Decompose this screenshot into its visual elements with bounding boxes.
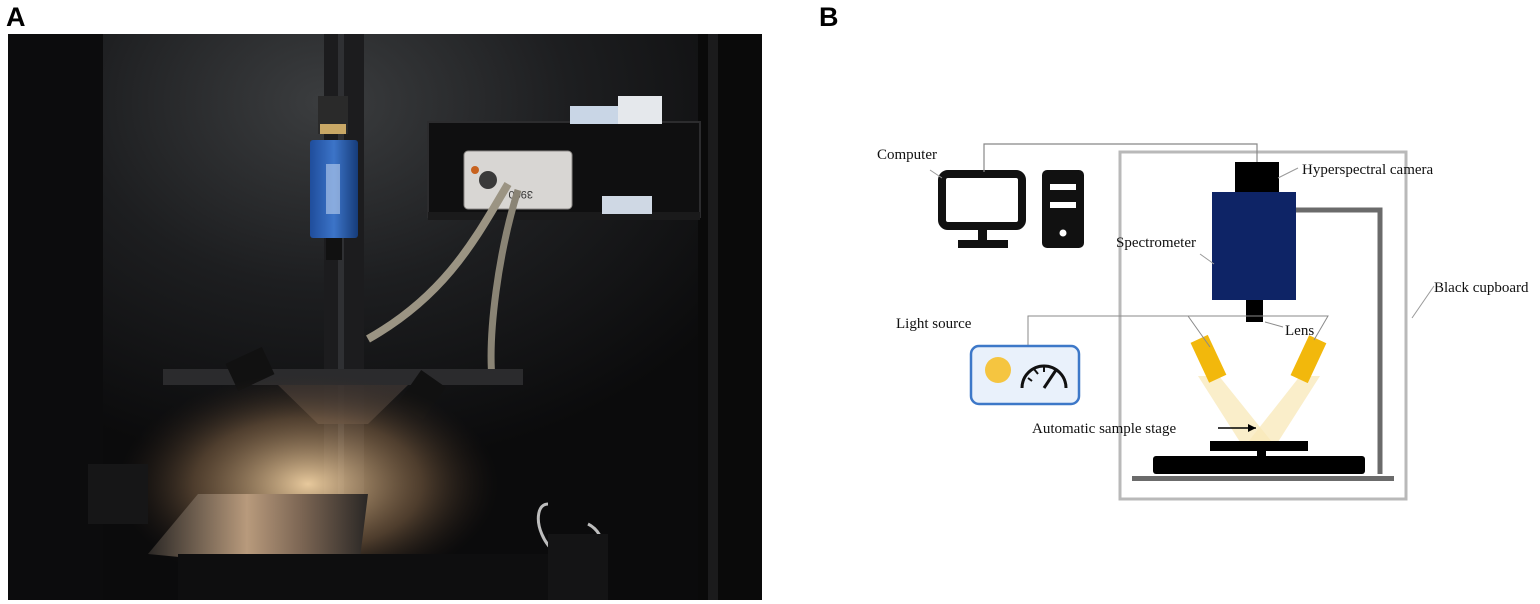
label-computer: Computer — [877, 147, 937, 163]
lamp-unit — [463, 150, 573, 210]
sun-icon — [985, 357, 1011, 383]
lens — [1246, 300, 1263, 322]
fiber-cable-2 — [487, 188, 522, 380]
box-3 — [602, 196, 652, 214]
label-lens: Lens — [1285, 323, 1314, 339]
cabinet-right-door — [698, 34, 762, 600]
box-1 — [570, 106, 620, 124]
cupboard-outline — [1118, 150, 1408, 501]
sample-stage-base — [1153, 456, 1365, 474]
label-hyperspectral-camera: Hyperspectral camera — [1302, 162, 1434, 178]
right-beam — [1248, 376, 1320, 442]
left-lamp — [225, 346, 275, 392]
spectrometer — [1212, 192, 1296, 300]
hyperspectral-camera — [1235, 162, 1279, 194]
system-diagram: Black cupboard Computer Hyperspectral ca… — [877, 143, 1529, 501]
panel-b-label: B — [819, 2, 839, 32]
box-2 — [618, 96, 662, 124]
fiber-cable-1 — [366, 181, 512, 343]
label-black-cupboard: Black cupboard — [1434, 280, 1529, 296]
label-spectrometer: Spectrometer — [1116, 235, 1196, 251]
stage-base — [178, 554, 558, 600]
left-lamp-icon — [1190, 334, 1227, 383]
cupboard-floor — [1132, 476, 1394, 481]
label-light-source: Light source — [896, 316, 972, 332]
monitor-icon — [938, 170, 1026, 230]
data-cable — [983, 143, 1258, 172]
lamp-knob — [479, 171, 497, 189]
panel-a-label: A — [6, 2, 26, 32]
sample-stage-top — [1210, 441, 1308, 451]
right-lamp-icon — [1290, 335, 1327, 384]
camera-lens — [326, 238, 342, 260]
cabinet-left-side — [8, 34, 103, 600]
left-beam — [1198, 376, 1272, 442]
support-rod — [1296, 207, 1383, 474]
setup-photo: 3900 — [8, 34, 762, 600]
label-automatic-sample-stage: Automatic sample stage — [1032, 421, 1176, 437]
